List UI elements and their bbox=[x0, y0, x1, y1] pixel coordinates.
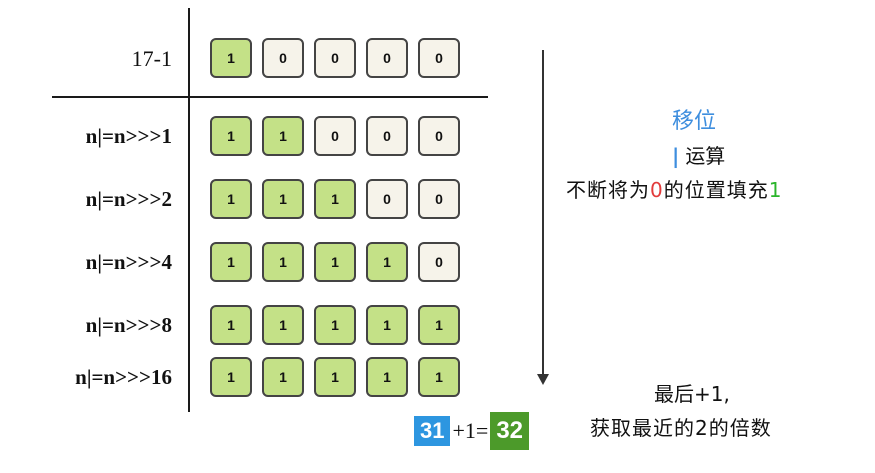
bit-cell: 0 bbox=[418, 242, 460, 282]
bit-cell: 1 bbox=[314, 242, 356, 282]
bit-cell: 1 bbox=[418, 357, 460, 397]
bit-cell: 0 bbox=[366, 38, 408, 78]
row-label: n|=n>>>8 bbox=[85, 313, 172, 337]
shift-title: 移位 bbox=[672, 109, 717, 134]
bit-cell: 0 bbox=[366, 116, 408, 156]
row-label: n|=n>>>2 bbox=[85, 187, 172, 211]
bit-cell: 1 bbox=[210, 116, 252, 156]
bit-cell: 1 bbox=[262, 179, 304, 219]
down-arrow-icon bbox=[537, 374, 549, 385]
result-caption-line1: 最后+1, bbox=[654, 382, 730, 406]
fill-zero: 0 bbox=[650, 178, 664, 202]
bit-cell: 1 bbox=[262, 305, 304, 345]
fill-description: 不断将为0的位置填充1 bbox=[566, 174, 782, 203]
row-label: 17-1 bbox=[131, 46, 172, 71]
bit-cell: 0 bbox=[418, 116, 460, 156]
bit-cell: 0 bbox=[418, 38, 460, 78]
row-label: n|=n>>>16 bbox=[75, 365, 172, 389]
bit-cell: 0 bbox=[418, 179, 460, 219]
bit-cell: 1 bbox=[210, 357, 252, 397]
value-31-box: 31 bbox=[414, 416, 451, 446]
bit-cell: 1 bbox=[262, 357, 304, 397]
bit-cell: 1 bbox=[262, 242, 304, 282]
value-32-box: 32 bbox=[490, 412, 530, 450]
operation-line: |运算 bbox=[672, 140, 725, 169]
bit-cell: 0 bbox=[314, 38, 356, 78]
bit-cell: 1 bbox=[314, 305, 356, 345]
row-label: n|=n>>>4 bbox=[85, 250, 172, 274]
bit-cell: 1 bbox=[366, 357, 408, 397]
vertical-divider bbox=[188, 8, 190, 412]
bit-cell: 1 bbox=[314, 357, 356, 397]
bit-cell: 1 bbox=[210, 242, 252, 282]
bit-cell: 0 bbox=[262, 38, 304, 78]
bit-cell: 1 bbox=[418, 305, 460, 345]
bit-cell: 1 bbox=[314, 179, 356, 219]
fill-one: 1 bbox=[768, 178, 783, 202]
bit-cell: 1 bbox=[210, 305, 252, 345]
result-equation: 31 +1= 32 bbox=[414, 412, 530, 450]
bit-cell: 1 bbox=[210, 38, 252, 78]
fill-middle: 的位置填充 bbox=[663, 178, 769, 202]
bit-cell: 1 bbox=[210, 179, 252, 219]
result-caption-line2: 获取最近的2的倍数 bbox=[590, 416, 772, 440]
bit-cell: 1 bbox=[366, 305, 408, 345]
bit-cell: 1 bbox=[262, 116, 304, 156]
bar-symbol: | bbox=[672, 144, 680, 168]
fill-prefix: 不断将为 bbox=[566, 178, 650, 202]
row-label: n|=n>>>1 bbox=[85, 124, 172, 148]
bit-cell: 0 bbox=[366, 179, 408, 219]
bit-cell: 0 bbox=[314, 116, 356, 156]
down-arrow-line bbox=[542, 50, 544, 376]
plus-one-equals: +1= bbox=[452, 418, 489, 443]
operation-text: 运算 bbox=[685, 144, 726, 168]
bit-cell: 1 bbox=[366, 242, 408, 282]
horizontal-divider bbox=[52, 96, 488, 98]
